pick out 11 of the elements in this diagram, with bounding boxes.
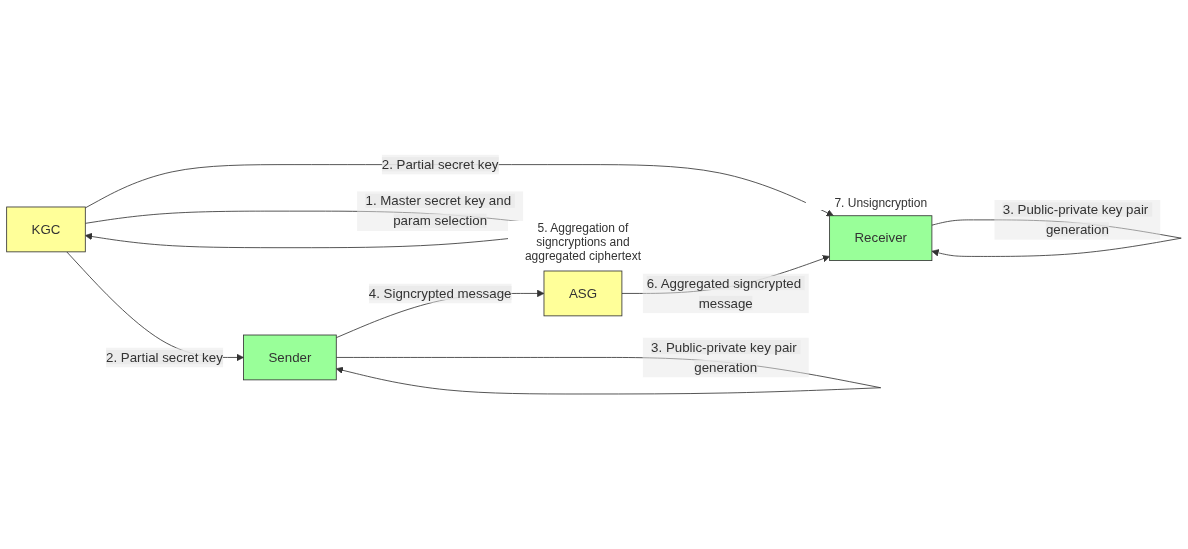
edge-label: 2. Partial secret key: [381, 157, 499, 172]
edge-label: 2. Partial secret key: [106, 350, 223, 365]
edge-label: 1. Master secret key and param selection: [365, 193, 512, 228]
edge-label: 4. Signcrypted message: [368, 286, 512, 301]
node-box: Sender: [243, 334, 337, 381]
node-box: ASG: [543, 270, 623, 317]
edge-label: 3. Public-private key pair generation: [651, 340, 797, 375]
edge-label: 3. Public-private key pair generation: [1002, 202, 1149, 237]
edge-label: 6. Aggregated signcrypted message: [646, 276, 802, 311]
node-box: Receiver: [829, 215, 933, 262]
node-box: KGC: [6, 206, 86, 253]
